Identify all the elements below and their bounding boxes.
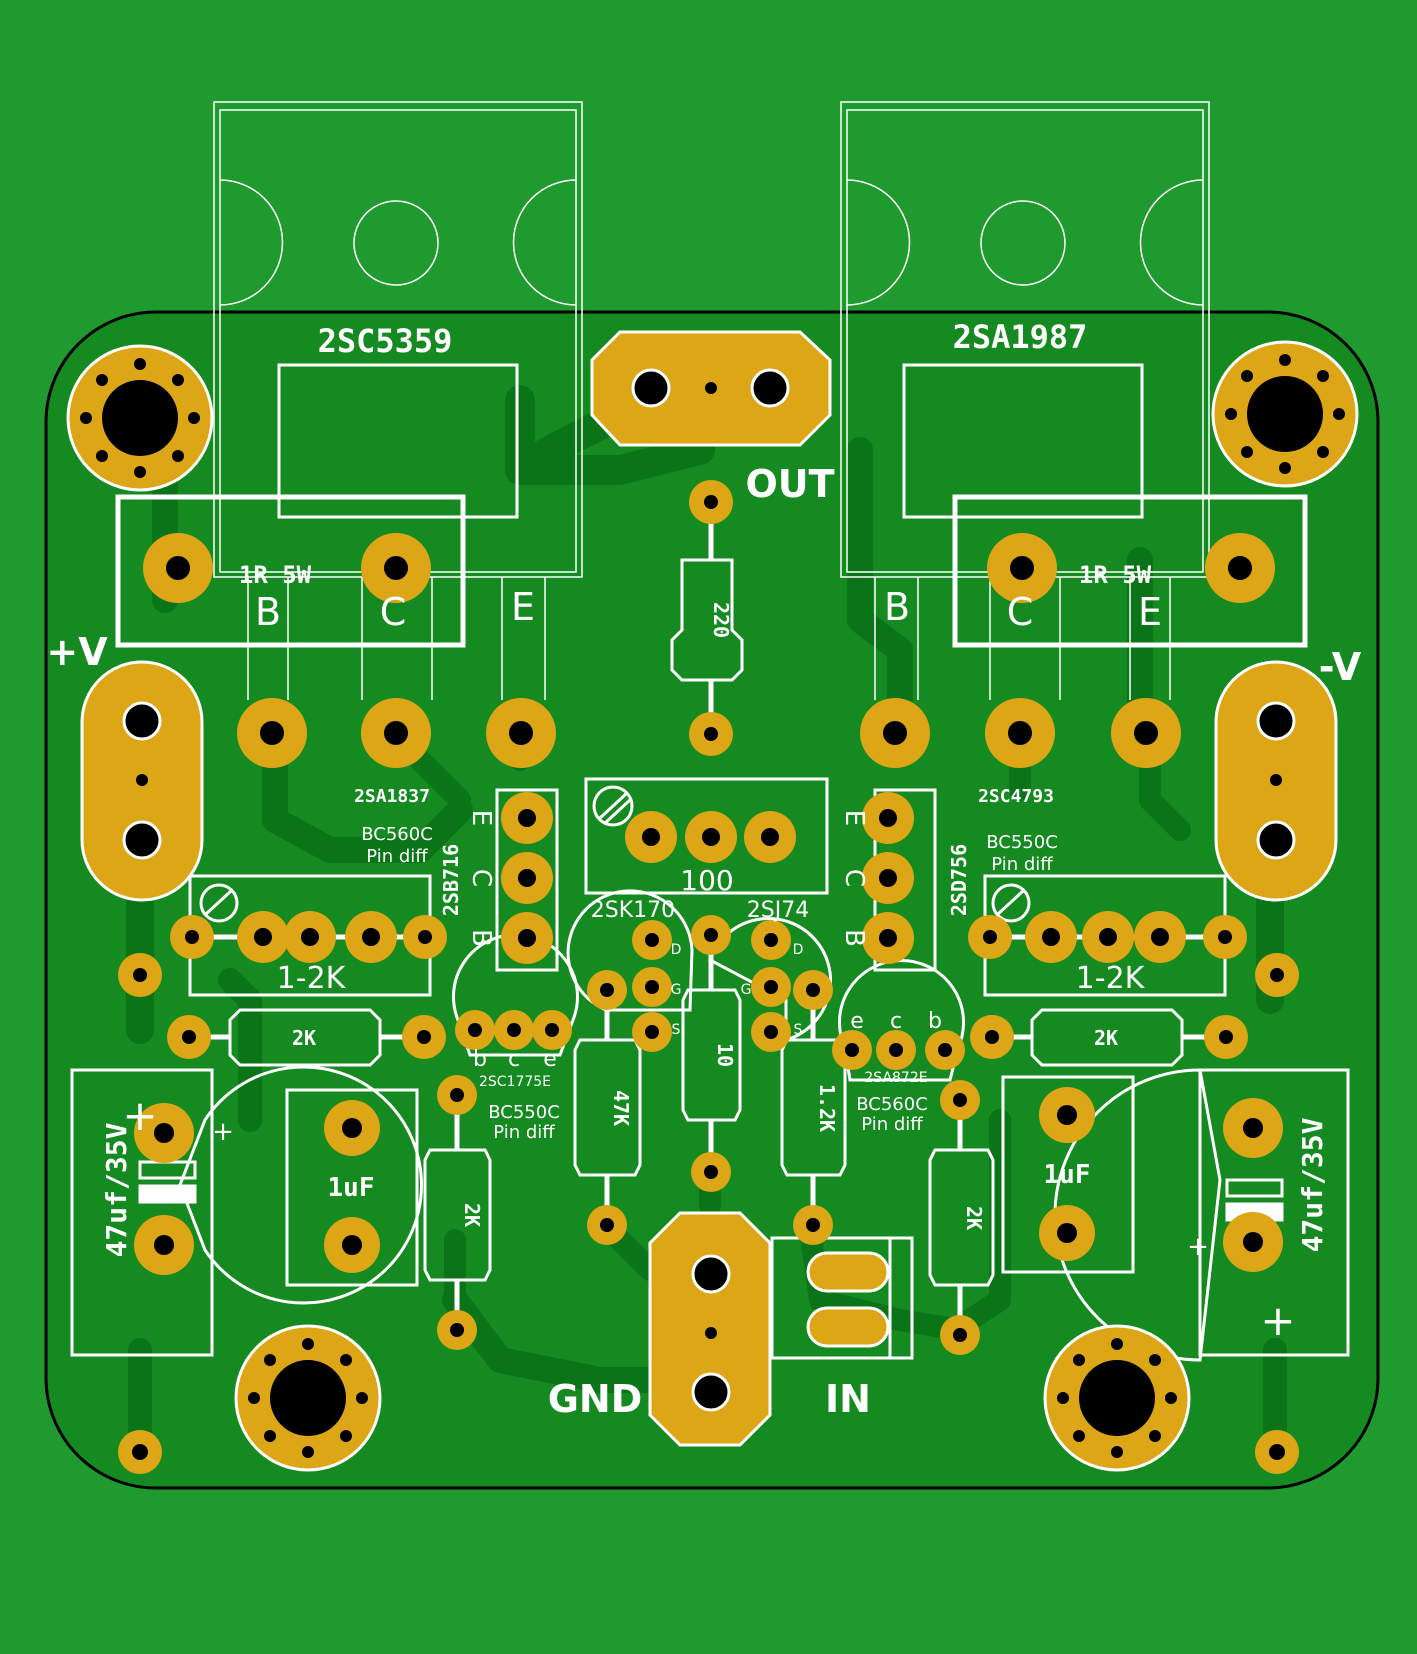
- small-pad-holes: [132, 382, 1285, 1460]
- small-right-pin-c: c: [890, 1009, 902, 1034]
- jfet-left-pin-g: G: [671, 982, 682, 998]
- c-right-label: 47uf/35V: [1296, 1117, 1329, 1252]
- gnd-label: GND: [548, 1377, 643, 1421]
- q-left-driver-label: 2SA1837: [354, 786, 430, 807]
- small-right-pin-e: e: [850, 1009, 864, 1034]
- small-left-pin-b: b: [473, 1047, 487, 1072]
- q-right-vas-label: 2SD756: [947, 844, 971, 916]
- r-2k-left-label: 2K: [292, 1026, 316, 1050]
- cap-left-label: 1uF: [328, 1173, 375, 1203]
- pos-rail-label: +V: [46, 630, 108, 674]
- small-left-label: 2SC1775E: [479, 1074, 551, 1090]
- note-left-bottom-diff: Pin diff: [493, 1122, 555, 1143]
- vas-right-pin-e: E: [839, 810, 869, 826]
- board-outline: [44, 310, 1380, 1490]
- r-10-label: 10: [713, 1043, 737, 1067]
- pin-b-left: B: [255, 590, 281, 634]
- jfet-right-pin-s: S: [794, 1022, 803, 1038]
- note-left-top-part: BC560C: [361, 824, 433, 845]
- q-left-vas-label: 2SB716: [439, 844, 463, 916]
- jfet-right-pin-g: G: [741, 982, 752, 998]
- pin-c-left: C: [380, 590, 407, 634]
- small-right-label: 2SA872E: [864, 1070, 927, 1086]
- c-right-plus: +: [1260, 1296, 1295, 1345]
- r-2k-vright-label: 2K: [962, 1206, 986, 1230]
- c-right-plus-small: +: [1187, 1232, 1209, 1262]
- note-right-bottom-diff: Pin diff: [861, 1114, 923, 1135]
- r-2k-vleft-label: 2K: [460, 1203, 484, 1227]
- small-right-pin-b: b: [928, 1009, 942, 1034]
- jfet-left-label: 2SK170: [591, 898, 675, 923]
- jfet-right-label: 2SJ74: [747, 898, 809, 923]
- pin-c-right: C: [1007, 590, 1034, 634]
- in-label: IN: [825, 1377, 871, 1421]
- q-right-driver-label: 2SC4793: [978, 786, 1054, 807]
- note-right-top-part: BC550C: [986, 832, 1058, 853]
- neg-rail-label: -V: [1319, 645, 1362, 689]
- note-left-bottom-part: BC550C: [488, 1102, 560, 1123]
- mounting-hole-vias: [80, 354, 1345, 1458]
- pad-holes: [122, 368, 1296, 1412]
- pin-e-right: E: [1138, 590, 1162, 634]
- electrolytic-caps: [138, 1065, 1284, 1362]
- jfet-right-pin-d: D: [793, 942, 804, 958]
- trim-right-label: 1-2K: [1076, 961, 1146, 996]
- jfet-left-pin-s: S: [672, 1022, 681, 1038]
- r-1-2k-label: 1.2K: [815, 1084, 839, 1132]
- vas-right-pin-b: B: [839, 929, 869, 947]
- r-47k-label: 47K: [609, 1090, 633, 1126]
- out-label: OUT: [745, 462, 834, 506]
- in-connector-pad-bottom: [806, 1306, 890, 1348]
- q-left-power-label: 2SC5359: [318, 322, 453, 360]
- small-left-pin-e: e: [543, 1047, 557, 1072]
- vas-left-pin-b: B: [466, 929, 496, 947]
- in-connector-pad-top: [806, 1251, 890, 1293]
- vas-right-pin-c: C: [839, 869, 869, 887]
- q-right-power-label: 2SA1987: [953, 318, 1088, 356]
- c-left-plus-small: +: [212, 1117, 234, 1147]
- trim-left-label: 1-2K: [277, 961, 347, 996]
- note-left-top-diff: Pin diff: [366, 846, 428, 867]
- cap-right-label: 1uF: [1044, 1160, 1091, 1190]
- small-left-pin-c: c: [508, 1047, 520, 1072]
- to92-outlines: [452, 889, 965, 1082]
- pin-b-right: B: [884, 585, 910, 629]
- trim-100-label: 100: [680, 864, 733, 897]
- c-left-label: 47uf/35V: [100, 1122, 133, 1257]
- note-right-bottom-part: BC560C: [856, 1094, 928, 1115]
- c-left-plus: +: [122, 1091, 157, 1140]
- vas-left-pin-e: E: [466, 810, 496, 826]
- pin-e-left: E: [511, 585, 535, 629]
- r-emitter-left-label: 1R 5W: [239, 561, 312, 589]
- note-right-top-diff: Pin diff: [991, 854, 1053, 875]
- jfet-left-pin-d: D: [671, 942, 682, 958]
- vas-left-pin-c: C: [466, 869, 496, 887]
- r-emitter-right-label: 1R 5W: [1079, 561, 1152, 589]
- r-2k-right-label: 2K: [1094, 1026, 1118, 1050]
- r-220-label: 220: [709, 602, 733, 638]
